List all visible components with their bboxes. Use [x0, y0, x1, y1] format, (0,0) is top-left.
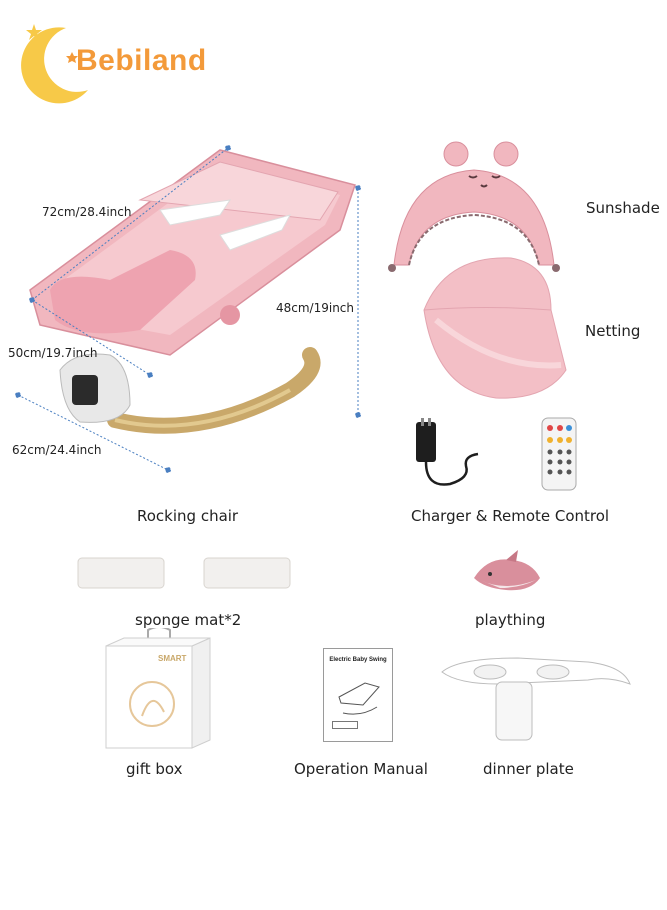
brand-name: Bebiland — [76, 44, 207, 77]
manual-title: Electric Baby Swing — [329, 657, 387, 663]
gift-box-print: SMART — [158, 654, 187, 663]
netting-label: Netting — [585, 322, 641, 340]
operation-manual-image: Electric Baby Swing — [323, 648, 393, 742]
dinner-plate-image — [441, 657, 631, 741]
dimension-lines — [15, 145, 361, 473]
plaything-image — [474, 550, 540, 591]
manual-chair-illustration — [338, 682, 380, 715]
rocking-chair-label: Rocking chair — [137, 507, 239, 525]
dimension-base: 62cm/24.4inch — [12, 443, 102, 457]
dinner-plate-label: dinner plate — [483, 760, 574, 778]
remote-control-image — [541, 417, 577, 491]
sunshade-label: Sunshade — [586, 199, 660, 217]
sunshade-image — [388, 141, 560, 272]
netting-image — [423, 257, 567, 399]
gift-box-label: gift box — [126, 760, 183, 778]
moon-star-icon — [21, 24, 88, 104]
sponge-mat-image — [77, 557, 291, 589]
sponge-mat-label: sponge mat*2 — [135, 611, 242, 629]
charger-remote-label: Charger & Remote Control — [411, 507, 610, 525]
rocking-chair-image — [29, 149, 356, 434]
plaything-label: plaything — [475, 611, 546, 629]
dimension-height: 48cm/19inch — [276, 301, 355, 315]
charger-image — [416, 418, 479, 486]
dimension-length: 72cm/28.4inch — [42, 205, 132, 219]
gift-box-image — [105, 628, 211, 749]
operation-manual-label: Operation Manual — [294, 760, 428, 778]
dimension-depth: 50cm/19.7inch — [8, 346, 98, 360]
